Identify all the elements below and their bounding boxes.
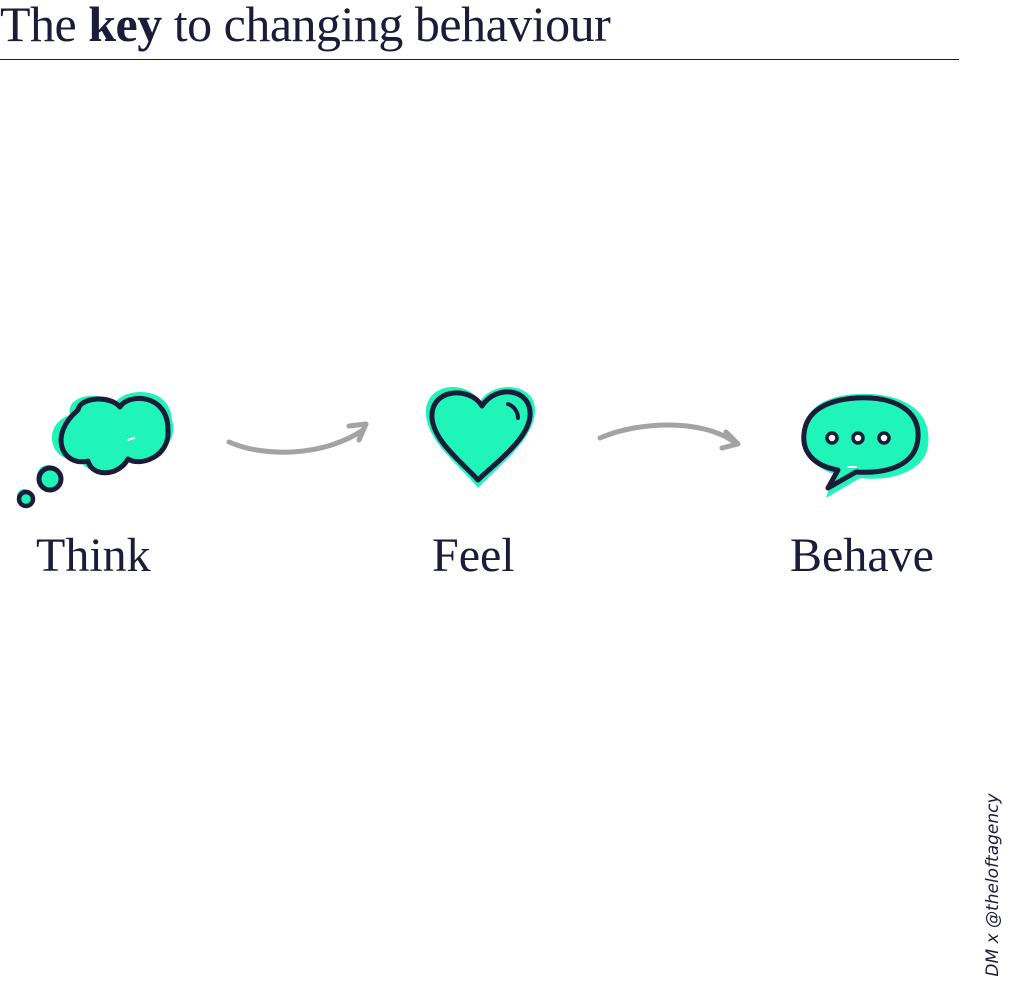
step-label-think: Think bbox=[36, 529, 151, 582]
heart-icon bbox=[420, 380, 545, 490]
step-label-behave: Behave bbox=[790, 529, 934, 582]
page-title: The key to changing behaviour bbox=[0, 0, 611, 54]
speech-bubble-icon bbox=[798, 390, 938, 505]
thought-bubble-icon bbox=[10, 385, 180, 515]
title-keyword: key bbox=[88, 0, 162, 52]
step-label-feel: Feel bbox=[432, 529, 515, 582]
credit-text: DM x @theloftagency bbox=[983, 793, 1003, 977]
title-divider bbox=[0, 59, 959, 60]
title-suffix: to changing behaviour bbox=[161, 0, 611, 52]
arrow-icon bbox=[596, 418, 746, 462]
arrow-icon bbox=[225, 418, 375, 462]
title-prefix: The bbox=[0, 0, 89, 52]
